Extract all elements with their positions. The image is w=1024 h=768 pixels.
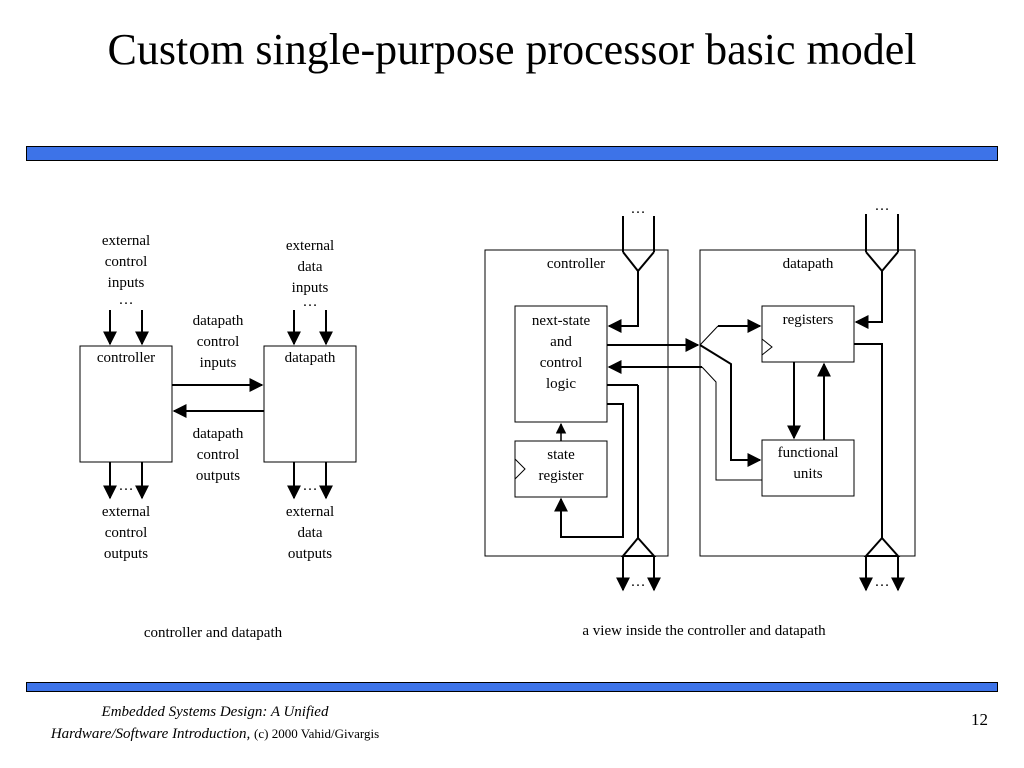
right-ctrl-output-ellipsis: … [631,574,646,590]
right-dp-output-ellipsis: … [875,574,890,590]
ext-data-inputs-label-2: data [298,259,323,275]
right-dp-input-ellipsis: … [875,198,890,214]
ext-control-inputs-label-1: external [102,233,150,249]
functional-units-label-2: units [793,466,822,482]
next-state-logic-label-4: logic [546,376,576,392]
dp-output-bus-split [863,537,901,557]
next-state-logic-label-3: control [540,355,583,371]
dp-output-line [854,343,883,538]
ext-data-outputs-label-1: external [286,504,334,520]
left-diagram [79,310,357,500]
control-to-functional-units-arrow [699,344,762,467]
ext-data-inputs-label-3: inputs [292,280,329,296]
next-state-logic-label-2: and [550,334,572,350]
ext-control-inputs-ellipsis: … [119,292,134,308]
functional-units-label-1: functional [778,445,839,461]
ctrl-input-to-logic [607,271,639,333]
ext-control-outputs-label-3: outputs [104,546,148,562]
left-datapath-label: datapath [285,350,336,366]
state-register-label-1: state [547,447,575,463]
right-controller-label: controller [547,256,605,272]
left-datapath-box [263,345,357,463]
right-diagram [484,214,916,592]
registers-clock-marker [761,338,773,356]
ext-data-inputs-ellipsis: … [303,294,318,310]
ext-data-outputs-label-2: data [298,525,323,541]
registers-box [761,305,855,363]
ext-control-inputs-label-3: inputs [108,275,145,291]
left-controller-box [79,345,173,463]
ext-control-outputs-ellipsis: … [119,478,134,494]
left-diagram-caption: controller and datapath [144,625,283,641]
status-signal-line [701,366,762,481]
footer-book-title-line1: Embedded Systems Design: A Unified [101,704,329,720]
ext-data-outputs-ellipsis: … [303,478,318,494]
footer-book-title-line2: Hardware/Software Introduction, [50,726,251,742]
dp-control-outputs-label-2: control [197,447,240,463]
dp-input-bus-merge [865,251,899,273]
ctrl-input-bus-merge [622,251,655,273]
next-state-feedback-path [554,403,624,538]
top-divider-bar [26,146,998,161]
right-ctrl-input-ellipsis: … [631,201,646,217]
next-state-logic-box [514,305,608,423]
ext-data-outputs-label-3: outputs [288,546,332,562]
dp-control-outputs-label-1: datapath [193,426,244,442]
right-diagram-labels: … … controller datapath next-state and c… [532,198,890,639]
functional-units-box [761,439,855,497]
footer-copyright: (c) 2000 Vahid/Givargis [254,726,380,741]
ext-control-outputs-label-2: control [105,525,148,541]
ctrl-output-bus-split [620,537,657,557]
slide-title: Custom single-purpose processor basic mo… [107,25,917,74]
bottom-divider-bar [26,682,998,692]
right-diagram-caption: a view inside the controller and datapat… [582,623,826,639]
dp-control-inputs-label-2: control [197,334,240,350]
right-controller-box [484,249,669,557]
right-datapath-box [699,249,916,557]
control-fanout-registers [699,325,719,346]
dp-control-inputs-label-1: datapath [193,313,244,329]
registers-label: registers [783,312,834,328]
state-register-label-2: register [539,468,584,484]
dp-control-inputs-label-3: inputs [200,355,237,371]
state-register-clock-marker [514,458,526,480]
ext-control-inputs-label-2: control [105,254,148,270]
page-number: 12 [971,710,988,729]
next-state-logic-label-1: next-state [532,313,591,329]
left-controller-label: controller [97,350,155,366]
footer-citation: Embedded Systems Design: A Unified Hardw… [20,702,410,745]
ext-data-inputs-label-1: external [286,238,334,254]
right-datapath-label: datapath [783,256,834,272]
dp-control-outputs-label-3: outputs [196,468,240,484]
left-diagram-labels: controller datapath external control inp… [97,233,336,641]
dp-input-to-registers [854,271,883,329]
ext-control-outputs-label-1: external [102,504,150,520]
